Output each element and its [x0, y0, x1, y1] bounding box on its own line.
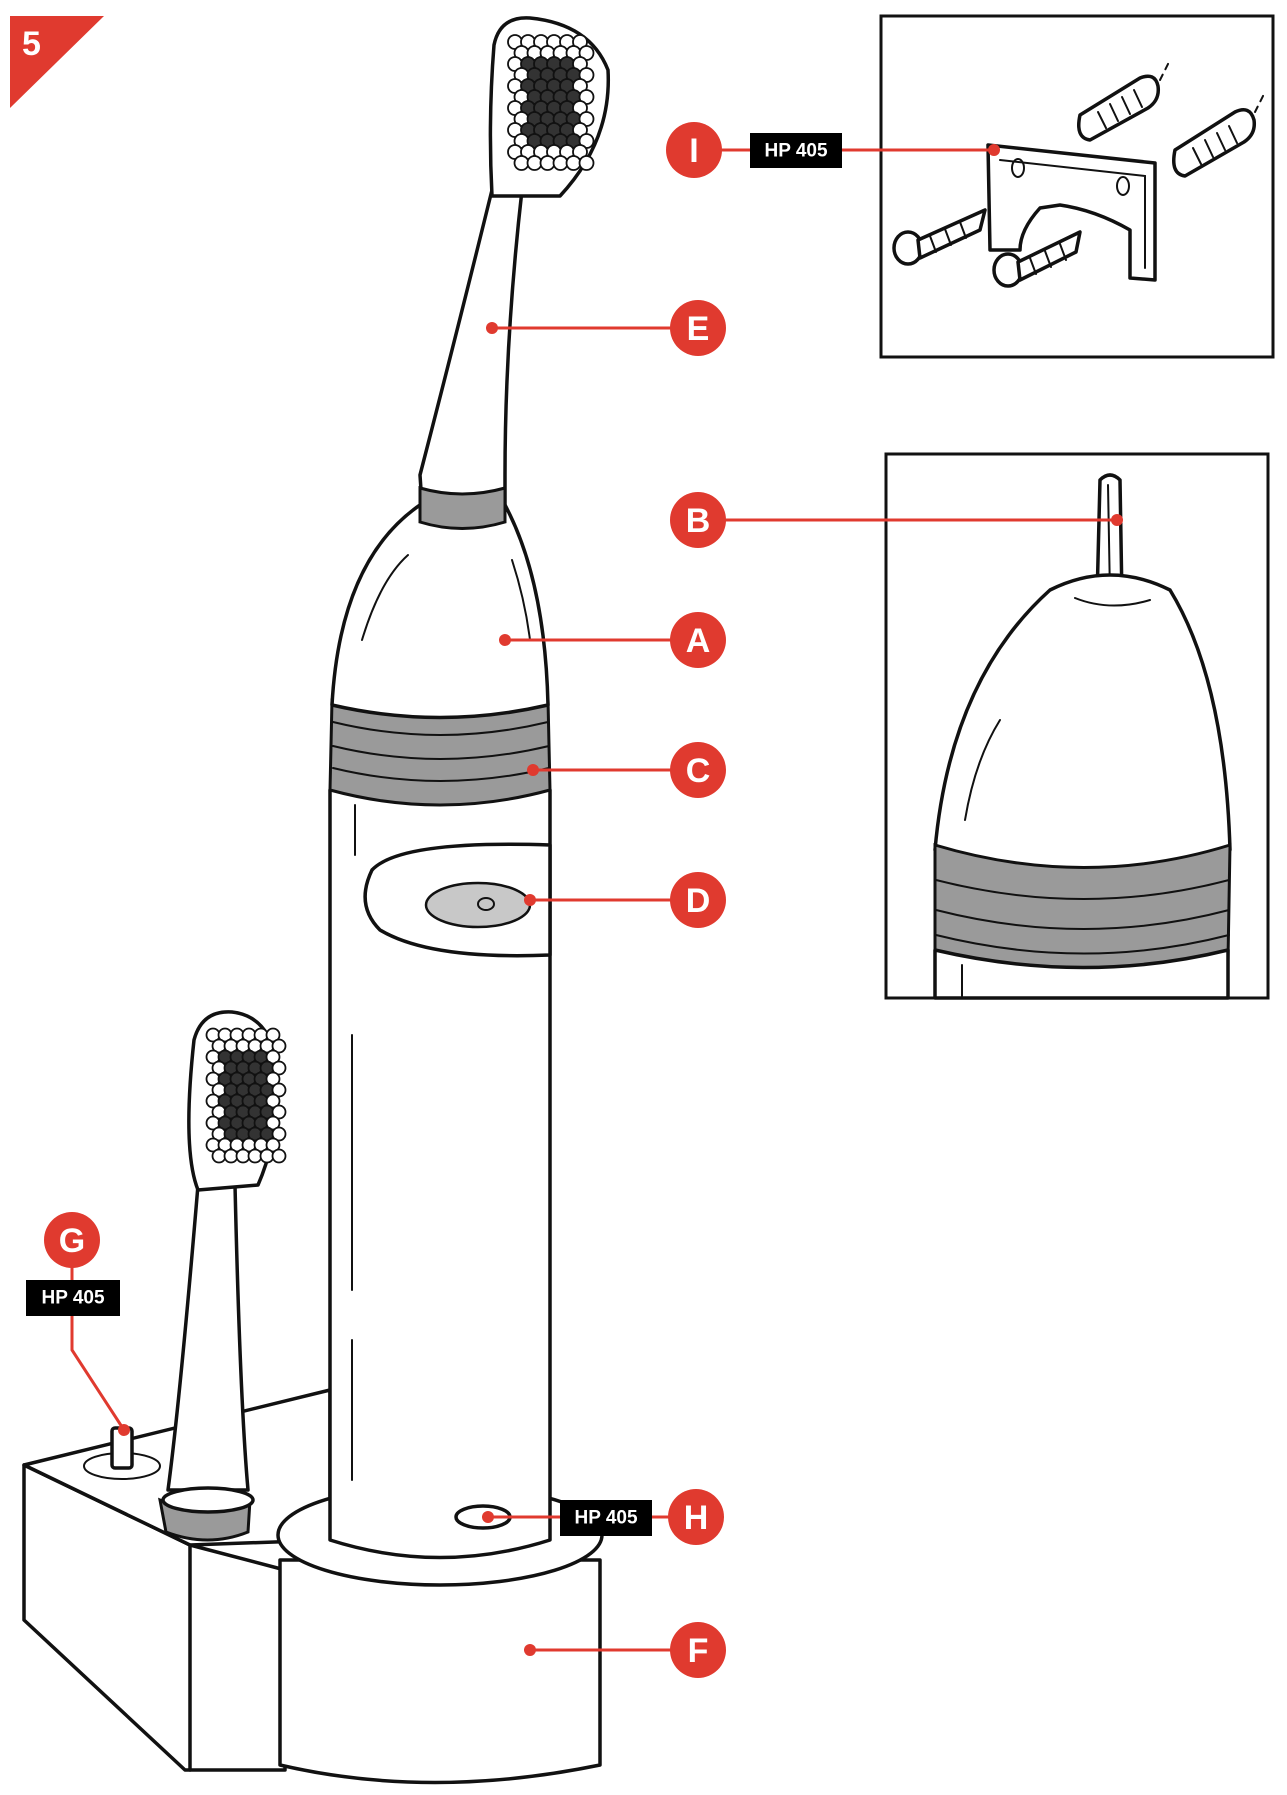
pointer-c	[527, 764, 539, 776]
callout-c-letter: C	[686, 752, 711, 790]
tag-i-text: HP 405	[764, 141, 827, 162]
main-bristles	[507, 34, 595, 171]
spare-brush-head	[158, 1010, 287, 1542]
inset-handle-stub	[933, 948, 1230, 1000]
handle	[328, 503, 552, 1560]
pointer-h	[482, 1511, 494, 1523]
main-brush-collar	[418, 486, 507, 530]
callout-c: C	[670, 742, 726, 798]
bristle-tuft	[235, 1148, 251, 1164]
callout-a-letter: A	[686, 622, 711, 660]
spare-bristles	[205, 1027, 287, 1164]
wall-bracket	[986, 143, 1157, 282]
pointer-f	[524, 1644, 536, 1656]
bristle-tuft	[271, 1038, 287, 1054]
wall-plug-1	[1077, 74, 1161, 142]
bristle-tuft	[265, 1137, 281, 1153]
tag-i: HP 405	[750, 133, 842, 168]
pointer-g	[118, 1424, 130, 1436]
callout-f-letter: F	[688, 1632, 709, 1670]
bristle-tuft	[247, 1148, 263, 1164]
spare-brush-neck	[166, 1183, 250, 1492]
screw-2	[992, 230, 1082, 288]
bristle-tuft	[271, 1148, 287, 1164]
bristle-tuft	[271, 1104, 287, 1120]
callout-i: I	[666, 122, 722, 178]
bristle-tuft	[526, 155, 543, 171]
bristle-tuft	[265, 1093, 281, 1109]
callout-g: G	[44, 1212, 100, 1268]
bristle-tuft	[271, 1082, 287, 1098]
inset-wall-mount	[879, 14, 1275, 359]
tag-g-text: HP 405	[41, 1288, 104, 1309]
bristle-tuft	[259, 1148, 275, 1164]
handle-ring	[328, 698, 552, 807]
callout-f: F	[670, 1622, 726, 1678]
callout-d: D	[670, 872, 726, 928]
step-badge: 5	[10, 16, 104, 108]
pointer-b	[1111, 514, 1123, 526]
bristle-tuft	[565, 155, 582, 171]
bristle-tuft	[265, 1071, 281, 1087]
callout-b-letter: B	[686, 502, 711, 540]
leader-g	[70, 1240, 126, 1431]
main-brush-head	[418, 16, 611, 530]
tag-h: HP 405	[560, 1500, 652, 1536]
callout-a: A	[670, 612, 726, 668]
main-brush-neck	[418, 188, 524, 512]
pointer-i	[988, 144, 1000, 156]
callout-h: H	[668, 1489, 724, 1545]
spare-brush-collar-top	[161, 1486, 255, 1514]
bristle-tuft	[223, 1148, 239, 1164]
callout-e-letter: E	[687, 310, 710, 348]
bristle-tuft	[539, 155, 556, 171]
callout-i-letter: I	[689, 132, 698, 170]
tag-h-text: HP 405	[574, 1508, 637, 1529]
pointer-a	[499, 634, 511, 646]
bristle-tuft	[265, 1027, 281, 1043]
pointer-d	[524, 894, 536, 906]
callout-b: B	[670, 492, 726, 548]
pointer-e	[486, 322, 498, 334]
bristle-tuft	[578, 155, 595, 171]
callout-e: E	[670, 300, 726, 356]
step-number: 5	[22, 25, 41, 63]
wall-plug-2	[1172, 108, 1257, 178]
tag-g: HP 405	[26, 1280, 120, 1316]
bristle-tuft	[271, 1126, 287, 1142]
bristle-tuft	[265, 1049, 281, 1065]
handle-cone	[330, 503, 550, 720]
bristle-tuft	[513, 155, 530, 171]
bristle-tuft	[265, 1115, 281, 1131]
step-badge-triangle	[10, 16, 104, 108]
bristle-tuft	[552, 155, 569, 171]
base-cylinder	[278, 1558, 602, 1785]
bristle-tuft	[211, 1148, 227, 1164]
callout-d-letter: D	[686, 882, 711, 920]
callout-h-letter: H	[684, 1499, 709, 1537]
screw-1	[892, 208, 987, 266]
handle-body	[328, 788, 552, 1560]
bristle-tuft	[271, 1060, 287, 1076]
inset-shaft-detail	[884, 452, 1270, 1000]
callout-g-letter: G	[59, 1222, 85, 1260]
